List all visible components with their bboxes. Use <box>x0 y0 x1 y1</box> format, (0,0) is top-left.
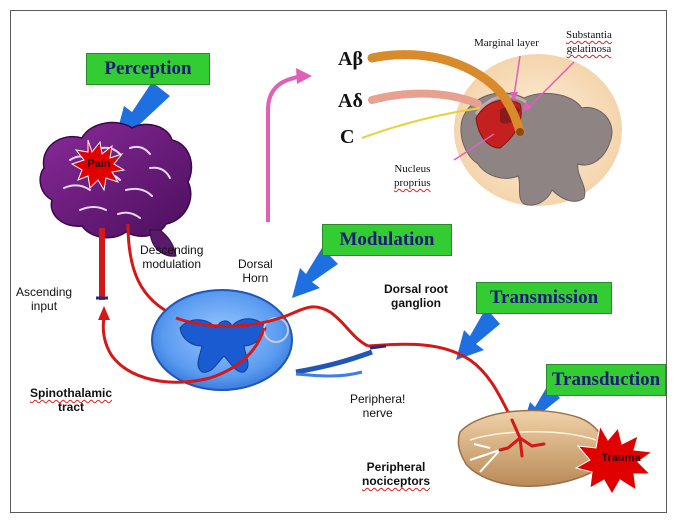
perception-stage-box: Perception <box>86 53 210 85</box>
peripheral-nerve-line-2: nerve <box>350 406 405 420</box>
modulation-stage-box: Modulation <box>322 224 452 256</box>
nucleus-line-2: proprius <box>394 176 431 190</box>
brain <box>40 123 191 257</box>
a-delta-label: Aδ <box>338 90 363 113</box>
descending-line-1: Descending <box>140 243 203 257</box>
dorsal-horn-line-2: Horn <box>238 271 273 285</box>
ascending-line-1: Ascending <box>16 285 72 299</box>
spinothalamic-tract-label: Spinothalamic tract <box>30 386 112 414</box>
dorsal-horn-to-fibers-arrow <box>268 68 312 222</box>
ascending-input-label: Ascending input <box>16 285 72 313</box>
ascending-line-2: input <box>16 299 72 313</box>
peripheral-nerve-label: Periphera! nerve <box>350 392 405 420</box>
substantia-line-1: Substantia <box>566 28 612 42</box>
peripheral-nociceptors-label: Peripheral nociceptors <box>362 460 430 488</box>
substantia-line-2: gelatinosa <box>566 42 612 56</box>
nociceptors-line-2: nociceptors <box>362 474 430 488</box>
pain-label: Pain <box>84 158 114 170</box>
substantia-gelatinosa-label: Substantia gelatinosa <box>566 28 612 56</box>
a-beta-label: Aβ <box>338 48 363 71</box>
spinal-cord-section <box>152 290 292 390</box>
spinothalamic-line-1: Spinothalamic <box>30 386 112 400</box>
descending-line-2: modulation <box>140 257 203 271</box>
dorsal-horn-label: Dorsal Horn <box>238 257 273 285</box>
drg-line-2: ganglion <box>384 296 448 310</box>
dorsal-horn-line-1: Dorsal <box>238 257 273 271</box>
nociceptors-line-1: Peripheral <box>362 460 430 474</box>
transmission-stage-box: Transmission <box>476 282 612 314</box>
nucleus-line-1: Nucleus <box>394 162 431 176</box>
drg-line-1: Dorsal root <box>384 282 448 296</box>
dorsal-root-ganglion-label: Dorsal root ganglion <box>384 282 448 310</box>
marginal-layer-label: Marginal layer <box>474 36 539 50</box>
spinothalamic-line-2: tract <box>30 400 112 414</box>
descending-modulation-label: Descending modulation <box>140 243 203 271</box>
trauma-label: Trauma <box>596 452 646 464</box>
transmission-arrow <box>456 308 500 360</box>
c-fiber-label: C <box>340 126 354 149</box>
nucleus-proprius-label: Nucleus proprius <box>394 162 431 190</box>
peripheral-nerve-line-1: Periphera! <box>350 392 405 406</box>
a-delta-fiber <box>372 94 478 104</box>
transduction-stage-box: Transduction <box>546 364 666 396</box>
